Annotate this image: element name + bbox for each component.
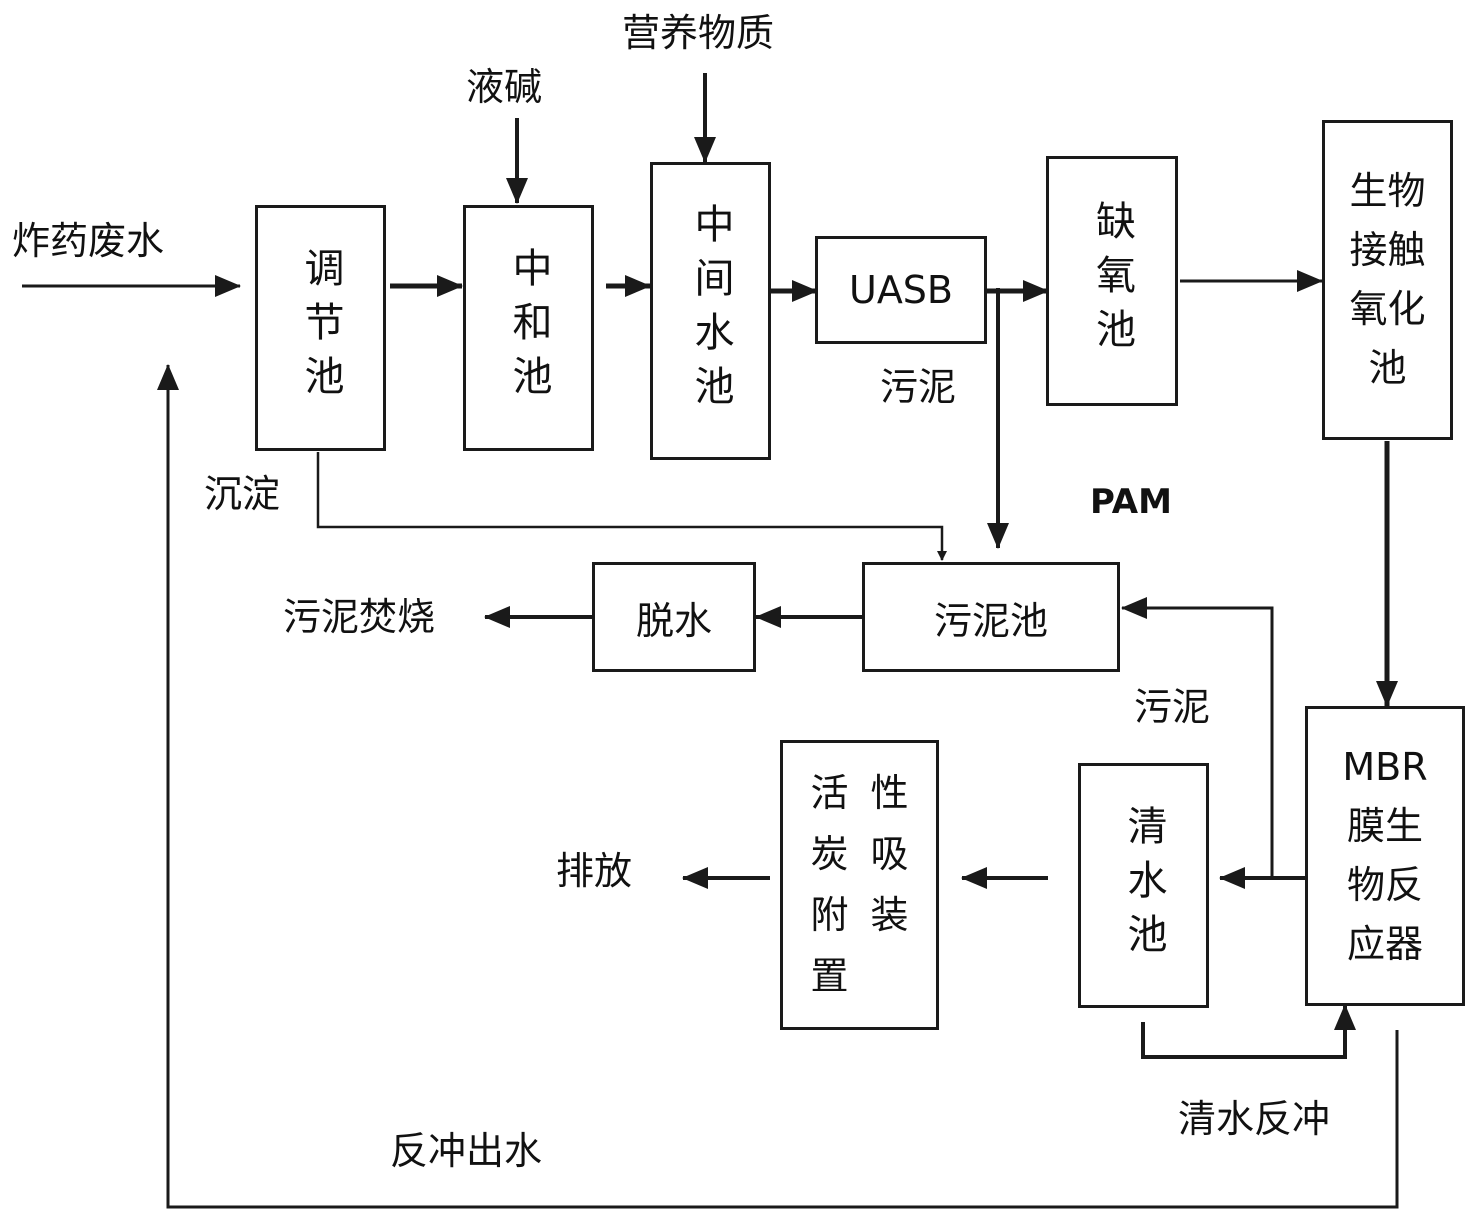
discharge-label: 排放 <box>556 849 633 893</box>
clear-water-pool: 清水池 <box>1078 763 1209 1008</box>
arrow-mbr-sludgetank <box>1121 597 1274 878</box>
clear-water-pool-label: 清水池 <box>1120 804 1167 967</box>
carbon-cell-2: 性 <box>870 771 909 816</box>
neutralization-pool-label: 中和池 <box>505 247 552 409</box>
uasb-sludge-label: 污泥 <box>880 365 957 409</box>
arrow-backwash-outflow <box>157 364 1399 1209</box>
dewatering-label: 脱水 <box>635 598 712 643</box>
mbr-reactor: MBR 膜生 物反 应器 <box>1305 706 1465 1006</box>
mbr-sludge-label: 污泥 <box>1134 685 1211 729</box>
mbr-line-2: 物反 <box>1346 863 1423 907</box>
wastewater-input-label: 炸药废水 <box>12 219 165 263</box>
arrow-backwash <box>1141 1004 1356 1059</box>
carbon-cell-8 <box>860 946 920 1007</box>
contact-oxidation-line-2: 接触 <box>1349 228 1426 273</box>
carbon-cell-1: 活 <box>810 771 849 816</box>
regulating-pool-label: 调节池 <box>297 247 344 409</box>
pam-label: PAM <box>1090 482 1172 522</box>
line-sedimentation <box>316 452 947 561</box>
sedimentation-label: 沉淀 <box>204 472 281 516</box>
contact-oxidation-pool: 生物 接触 氧化 池 <box>1322 120 1453 440</box>
carbon-cell-6: 装 <box>870 893 909 937</box>
mbr-line-3: 应器 <box>1346 921 1423 966</box>
intermediate-pool: 中间水池 <box>650 162 771 460</box>
alkali-input-label: 液碱 <box>466 65 543 109</box>
sludge-tank: 污泥池 <box>862 562 1120 672</box>
carbon-adsorption-unit: 活 性 炭 吸 附 装 置 <box>780 740 939 1030</box>
regulating-pool: 调节池 <box>255 205 386 451</box>
carbon-cell-7: 置 <box>810 953 849 998</box>
nutrients-input-label: 营养物质 <box>622 11 775 55</box>
sludge-tank-label: 污泥池 <box>933 598 1048 643</box>
uasb-reactor: UASB <box>815 236 987 344</box>
anoxic-pool-label: 缺氧池 <box>1089 200 1135 362</box>
sludge-incineration-label: 污泥焚烧 <box>283 595 436 639</box>
carbon-cell-3: 炭 <box>810 832 849 877</box>
intermediate-pool-label: 中间水池 <box>687 203 734 419</box>
anoxic-pool: 缺氧池 <box>1046 156 1178 406</box>
carbon-adsorption-label: 活 性 炭 吸 附 装 置 <box>800 763 920 1006</box>
uasb-label: UASB <box>849 268 953 312</box>
mbr-line-1: 膜生 <box>1346 804 1423 849</box>
carbon-cell-4: 吸 <box>870 832 909 877</box>
dewatering-unit: 脱水 <box>592 562 756 672</box>
contact-oxidation-line-1: 生物 <box>1349 169 1426 214</box>
contact-oxidation-line-4: 池 <box>1368 345 1407 390</box>
carbon-cell-5: 附 <box>810 893 849 937</box>
clear-backwash-label: 清水反冲 <box>1178 1097 1331 1141</box>
mbr-title: MBR <box>1342 745 1428 790</box>
neutralization-pool: 中和池 <box>463 205 594 451</box>
contact-oxidation-line-3: 氧化 <box>1349 287 1426 331</box>
backwash-outflow-label: 反冲出水 <box>390 1129 543 1173</box>
